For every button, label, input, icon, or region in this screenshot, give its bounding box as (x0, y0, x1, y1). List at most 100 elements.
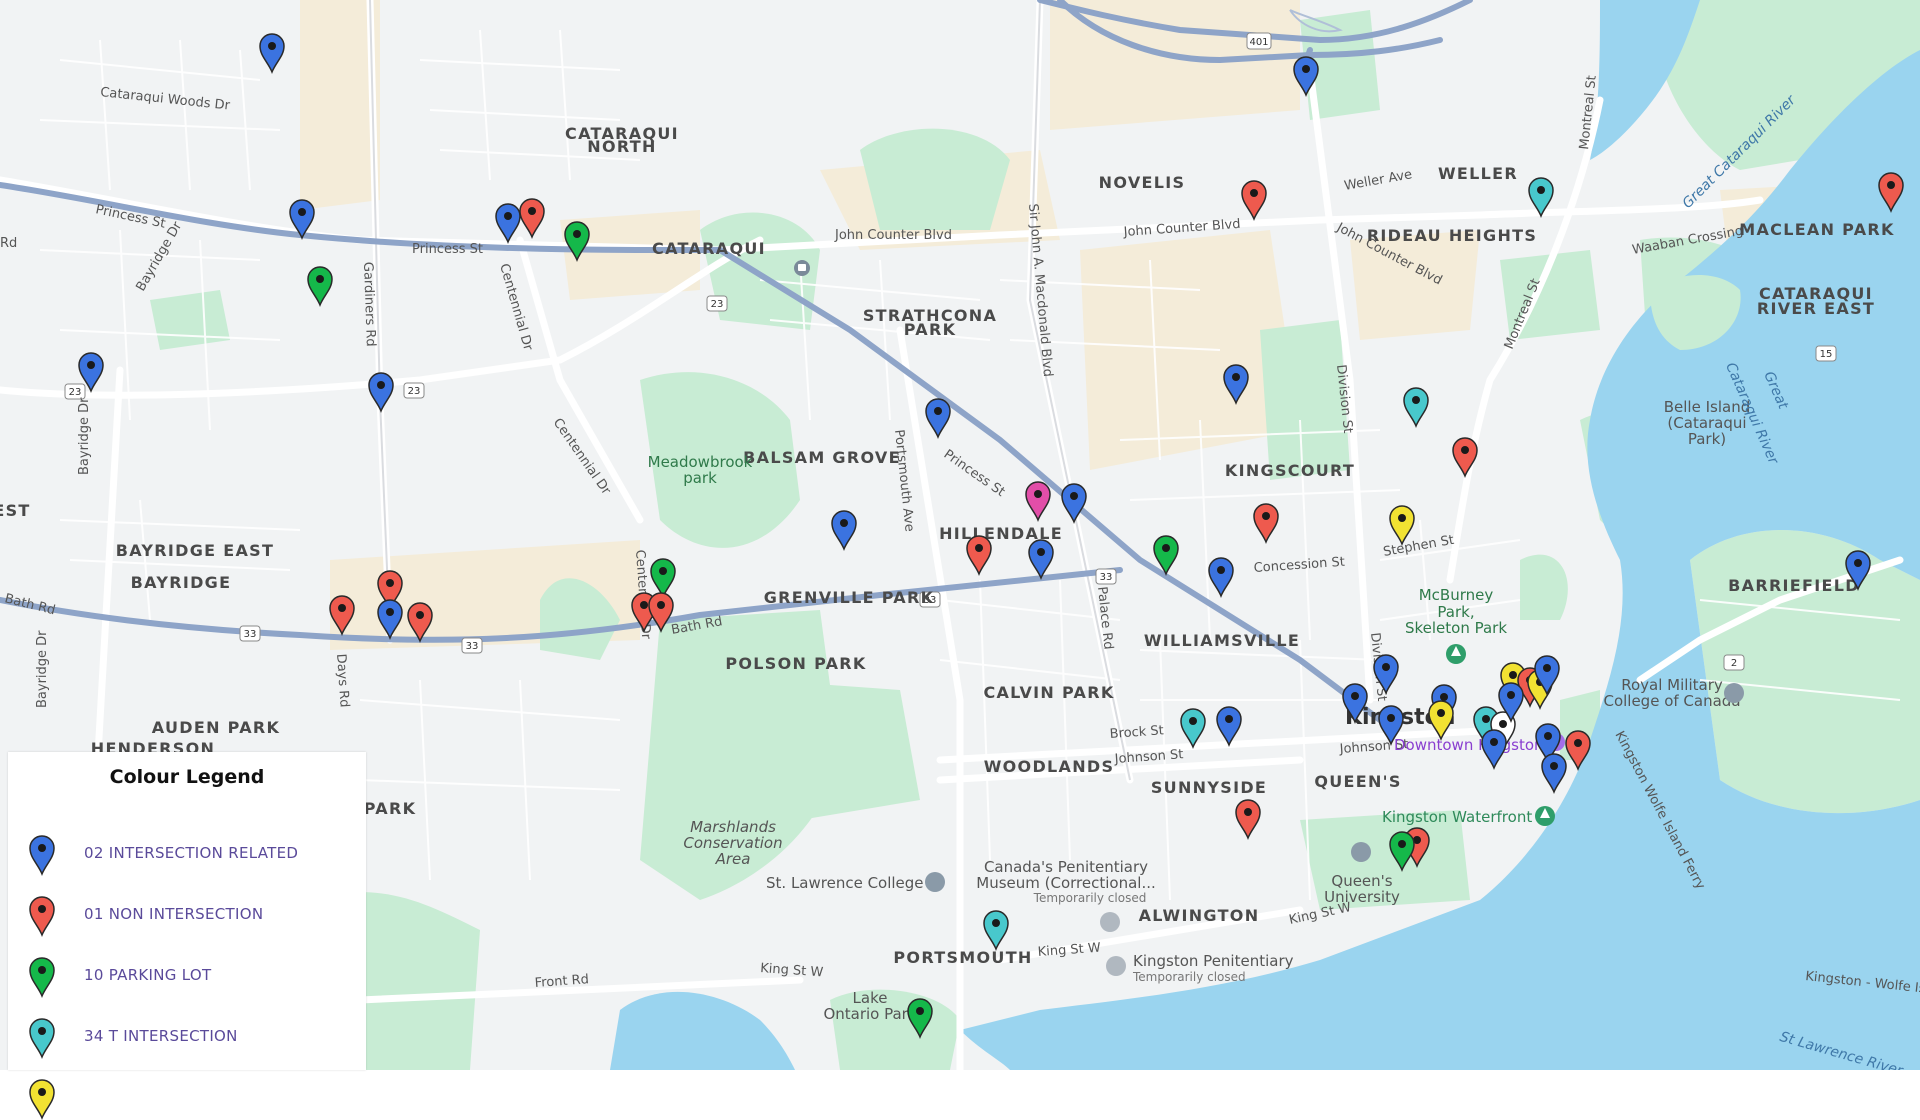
map-marker-01[interactable] (407, 602, 433, 644)
svg-text:33: 33 (244, 629, 257, 640)
bus-station-icon[interactable] (794, 260, 810, 276)
svg-text:MACLEAN PARK: MACLEAN PARK (1739, 220, 1894, 239)
map-marker-10[interactable] (650, 558, 676, 600)
waterfront-poi[interactable]: Kingston Waterfront (1382, 806, 1555, 826)
svg-text:HILLENDALE: HILLENDALE (939, 524, 1063, 543)
map-marker-02[interactable] (1541, 753, 1567, 795)
map-marker-10[interactable] (307, 266, 333, 308)
map-marker-02[interactable] (78, 352, 104, 394)
svg-text:NOVELIS: NOVELIS (1099, 173, 1186, 192)
map-marker-YL[interactable] (1428, 700, 1454, 742)
map-marker-02[interactable] (1373, 654, 1399, 696)
map-marker-01[interactable] (1878, 172, 1904, 214)
map-marker-01[interactable] (1235, 799, 1261, 841)
svg-text:23: 23 (711, 299, 724, 310)
map-marker-01[interactable] (1565, 730, 1591, 772)
map-marker-01[interactable] (519, 198, 545, 240)
svg-text:Museum (Correctional...: Museum (Correctional... (976, 874, 1156, 892)
map-marker-34[interactable] (1403, 387, 1429, 429)
pen-poi[interactable]: Kingston Penitentiary Temporarily closed (1106, 952, 1294, 984)
museum-poi[interactable]: Canada's Penitentiary Museum (Correction… (976, 858, 1156, 932)
svg-text:Skeleton Park: Skeleton Park (1405, 619, 1507, 637)
map-marker-02[interactable] (259, 33, 285, 75)
skeleton-park-icon[interactable] (1446, 644, 1466, 664)
map-marker-34[interactable] (1528, 177, 1554, 219)
map-marker-10[interactable] (907, 998, 933, 1040)
svg-text:PARK: PARK (904, 320, 957, 339)
legend-item: 10 PARKING LOT (18, 954, 348, 998)
svg-text:PARK: PARK (364, 799, 417, 818)
map-marker-02[interactable] (377, 599, 403, 641)
map-marker-02[interactable] (1028, 539, 1054, 581)
svg-text:EST: EST (0, 501, 31, 520)
map-marker-02[interactable] (1061, 483, 1087, 525)
map-marker-02[interactable] (1216, 706, 1242, 748)
svg-text:401: 401 (1249, 37, 1268, 48)
map-marker-02[interactable] (1498, 682, 1524, 724)
svg-text:RIVER EAST: RIVER EAST (1757, 299, 1875, 318)
map-marker-01[interactable] (377, 570, 403, 612)
svg-text:NORTH: NORTH (587, 137, 656, 156)
map-marker-01[interactable] (329, 595, 355, 637)
map-marker-10[interactable] (1389, 831, 1415, 873)
map-marker-02[interactable] (1535, 723, 1561, 765)
queens-poi[interactable]: Queen's University (1324, 842, 1400, 906)
map-marker-02[interactable] (1293, 56, 1319, 98)
stlawrence-poi[interactable]: St. Lawrence College (766, 872, 945, 892)
map-marker-02[interactable] (1845, 550, 1871, 592)
svg-text:Temporarily closed: Temporarily closed (1033, 891, 1147, 905)
svg-text:Temporarily closed: Temporarily closed (1132, 970, 1246, 984)
map-marker-YL[interactable] (1389, 505, 1415, 547)
map-marker-02[interactable] (831, 510, 857, 552)
map-marker-01[interactable] (1241, 180, 1267, 222)
map-svg[interactable]: 401 23 23 23 33 33 33 15 15 2 33 Cataraq… (0, 0, 1920, 1070)
map-marker-34[interactable] (1180, 708, 1206, 750)
map-marker-02[interactable] (289, 199, 315, 241)
map-marker-02[interactable] (1481, 729, 1507, 771)
svg-text:Front Rd: Front Rd (534, 972, 589, 991)
map-marker-01[interactable] (1253, 503, 1279, 545)
svg-text:Meadowbrook: Meadowbrook (648, 453, 753, 471)
svg-text:AUDEN PARK: AUDEN PARK (152, 718, 280, 737)
svg-text:ALWINGTON: ALWINGTON (1139, 906, 1260, 925)
svg-text:King St W: King St W (760, 961, 824, 980)
legend-item: 01 NON INTERSECTION (18, 893, 348, 937)
svg-text:BAYRIDGE EAST: BAYRIDGE EAST (116, 541, 274, 560)
map-marker-02[interactable] (925, 398, 951, 440)
map-marker-10[interactable] (564, 221, 590, 263)
svg-text:33: 33 (924, 595, 937, 606)
map-marker-01[interactable] (1452, 437, 1478, 479)
map-marker-01[interactable] (648, 592, 674, 634)
svg-text:SUNNYSIDE: SUNNYSIDE (1151, 778, 1267, 797)
map-marker-02[interactable] (1223, 364, 1249, 406)
shield-33c: 33 (919, 591, 941, 608)
svg-text:Gardiners Rd: Gardiners Rd (360, 262, 378, 347)
legend-pin-icon (29, 957, 55, 998)
map-marker-02[interactable] (495, 203, 521, 245)
map-marker-02[interactable] (368, 372, 394, 414)
svg-text:2: 2 (1731, 658, 1737, 669)
rmc-poi[interactable]: Royal Military College of Canada (1603, 676, 1744, 710)
map-marker-MG[interactable] (1025, 481, 1051, 523)
svg-text:WILLIAMSVILLE: WILLIAMSVILLE (1144, 631, 1300, 650)
map-marker-01[interactable] (966, 535, 992, 577)
svg-text:CATARAQUI: CATARAQUI (1759, 284, 1873, 303)
shield-33a: 33 (239, 625, 261, 642)
map-marker-10[interactable] (1153, 535, 1179, 577)
map-marker-02[interactable] (1208, 557, 1234, 599)
map-marker-02[interactable] (1342, 683, 1368, 725)
svg-text:Royal Military: Royal Military (1621, 676, 1723, 694)
map-marker-02[interactable] (1378, 705, 1404, 747)
svg-text:33: 33 (1100, 572, 1113, 583)
map-marker-02[interactable] (1534, 655, 1560, 697)
svg-text:CATARAQUI: CATARAQUI (652, 239, 766, 258)
museum-icon (1106, 956, 1126, 976)
svg-text:BAYRIDGE: BAYRIDGE (131, 573, 232, 592)
map-canvas[interactable]: 401 23 23 23 33 33 33 15 15 2 33 Cataraq… (0, 0, 1920, 1070)
highway-centerlines (1289, 9, 1343, 33)
markers-layer (78, 33, 1904, 1040)
svg-text:St. Lawrence College: St. Lawrence College (766, 874, 924, 892)
shield-23b: 23 (403, 382, 425, 399)
map-marker-34[interactable] (983, 910, 1009, 952)
svg-text:GRENVILLE PARK: GRENVILLE PARK (764, 588, 935, 607)
